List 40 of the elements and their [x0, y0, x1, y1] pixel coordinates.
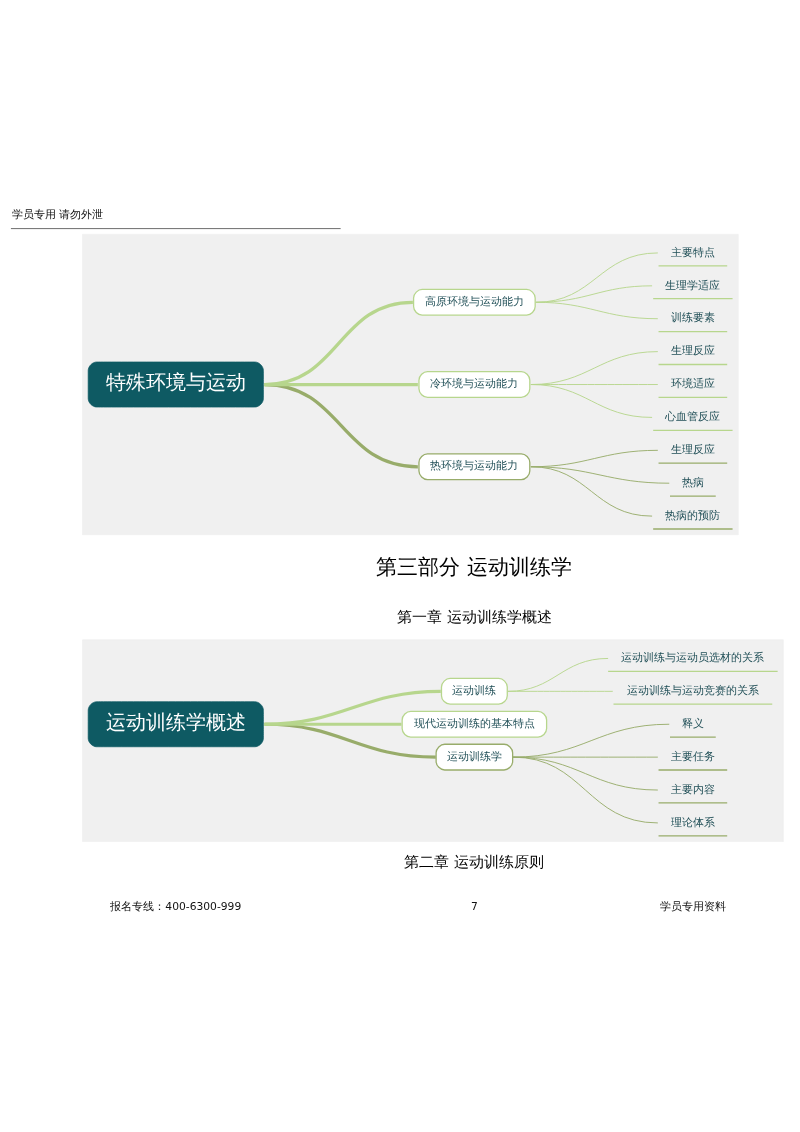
node-text: 主要内容: [670, 781, 715, 796]
node-text: 运动训练与运动员选材的关系: [621, 650, 765, 665]
connector: [264, 689, 441, 726]
connector: [512, 723, 670, 758]
cluster: [82, 639, 784, 842]
node-box: 高原环境与运动能力: [412, 288, 536, 316]
node-text: 生理反应: [670, 442, 715, 457]
node-text: 心血管反应: [665, 409, 721, 424]
connector: [535, 252, 659, 303]
node-text: 运动训练与运动竞赛的关系: [626, 683, 759, 698]
connector: [530, 449, 659, 468]
cluster: [82, 233, 739, 536]
label: 报名专线：400-6300-999: [110, 899, 242, 913]
node-text: 生理反应: [670, 343, 715, 358]
label: 第一章 运动训练学概述: [396, 608, 552, 627]
node-text: 理论体系: [670, 814, 715, 829]
node-box: 现代运动训练的基本特点: [401, 710, 548, 738]
node-box: 热环境与运动能力: [418, 453, 531, 481]
node-box: 特殊环境与运动: [87, 361, 264, 408]
label: 第三部分 运动训练学: [376, 553, 573, 579]
label: 7: [470, 899, 478, 913]
node-text: 环境适应: [670, 376, 715, 391]
label: 第二章 运动训练原则: [404, 852, 545, 871]
label: 学员专用 请勿外泄: [11, 208, 104, 222]
node-box: 运动训练: [440, 677, 508, 705]
label: 学员专用资料: [659, 899, 726, 913]
node-text: 热病的预防: [665, 507, 721, 522]
node-box: 运动训练学: [435, 743, 514, 771]
connector: [264, 300, 414, 387]
node-text: 主要特点: [670, 244, 715, 259]
node-text: 训练要素: [670, 310, 715, 325]
connector: [530, 351, 659, 385]
node-box: 运动训练学概述: [87, 701, 264, 748]
node-text: 释义: [681, 715, 704, 730]
node-text: 生理学适应: [665, 277, 721, 292]
node-text: 热病: [681, 474, 704, 489]
node-text: 主要任务: [670, 748, 715, 763]
connector: [530, 466, 653, 517]
node-box: 冷环境与运动能力: [418, 371, 531, 399]
connector: [507, 657, 609, 692]
